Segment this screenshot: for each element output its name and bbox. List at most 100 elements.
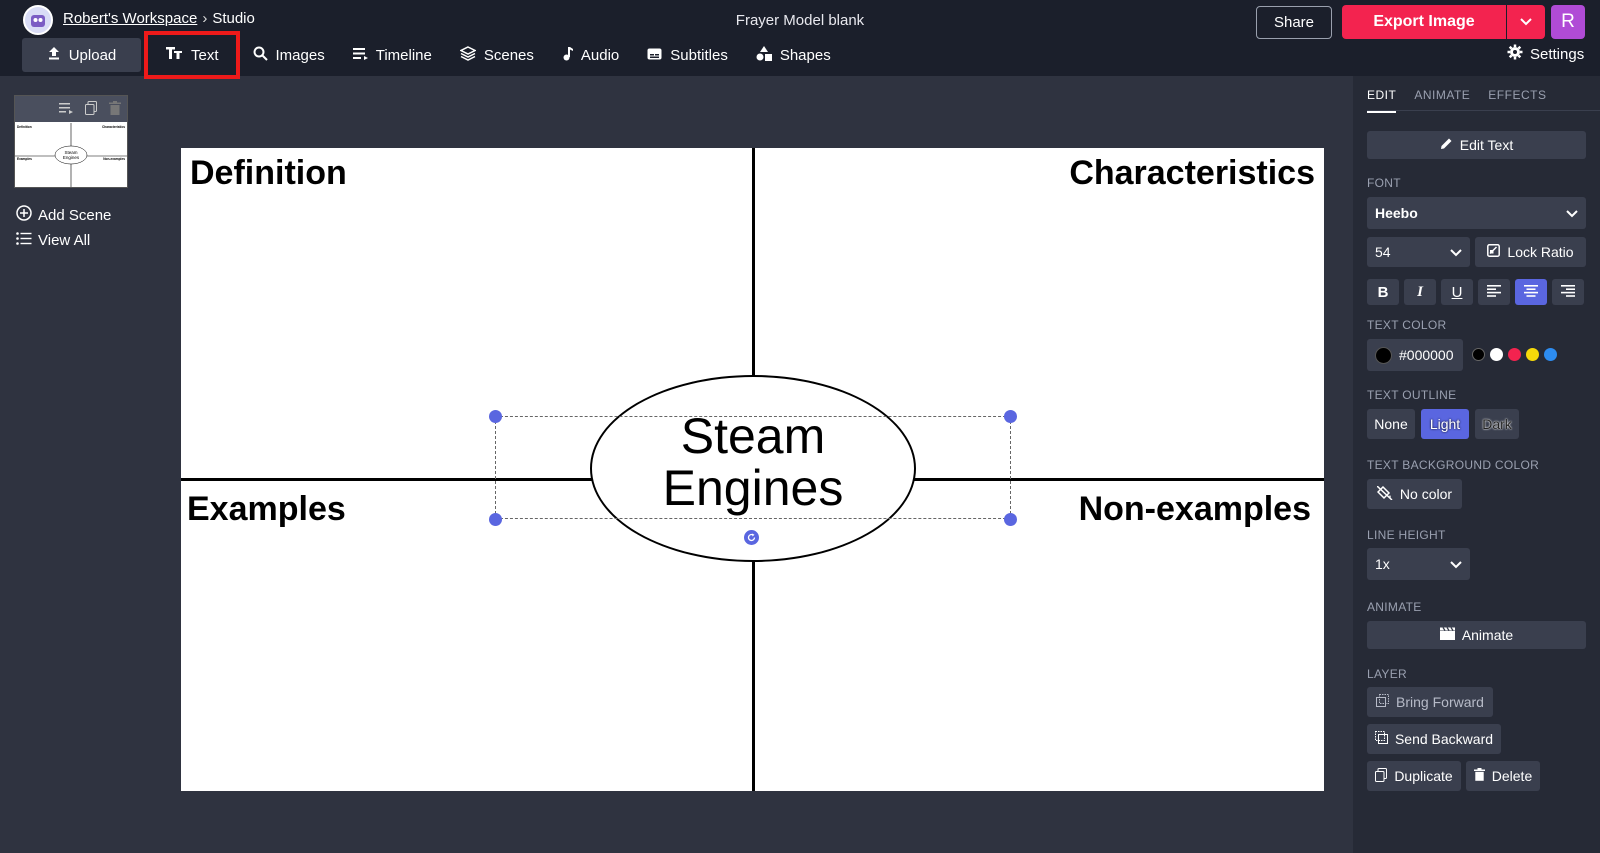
thumb-non-examples: Non-examples: [103, 157, 125, 161]
export-image-button[interactable]: Export Image: [1342, 5, 1506, 39]
definition-label[interactable]: Definition: [190, 154, 347, 192]
animate-section-label: ANIMATE: [1367, 600, 1422, 614]
workspace-logo-icon[interactable]: [23, 5, 53, 35]
duplicate-button[interactable]: Duplicate: [1367, 761, 1461, 791]
lock-ratio-button[interactable]: Lock Ratio: [1475, 237, 1586, 267]
shapes-button[interactable]: Shapes: [742, 38, 845, 72]
images-label: Images: [275, 46, 325, 64]
tab-animate[interactable]: ANIMATE: [1414, 88, 1471, 102]
properties-panel: EDIT ANIMATE EFFECTS Edit Text FONT Heeb…: [1353, 76, 1600, 853]
font-size-select[interactable]: 54: [1367, 237, 1470, 267]
swatch-black[interactable]: [1472, 348, 1485, 361]
no-color-label: No color: [1399, 486, 1453, 502]
delete-button[interactable]: Delete: [1466, 761, 1540, 791]
text-icon: [165, 46, 183, 64]
thumb-definition: Definition: [17, 125, 32, 129]
animate-button[interactable]: Animate: [1367, 621, 1586, 649]
project-title[interactable]: Frayer Model blank: [735, 12, 865, 29]
animate-button-label: Animate: [1461, 627, 1514, 643]
user-avatar[interactable]: R: [1551, 5, 1585, 39]
timeline-label: Timeline: [375, 46, 432, 64]
duplicate-scene-icon[interactable]: [85, 101, 97, 117]
upload-button[interactable]: Upload: [22, 38, 141, 72]
share-button[interactable]: Share: [1256, 6, 1332, 39]
bring-forward-button[interactable]: Bring Forward: [1367, 687, 1493, 717]
center-text-line2: Engines: [662, 460, 844, 516]
resize-handle-top-left[interactable]: [489, 410, 502, 423]
align-left-button[interactable]: [1478, 279, 1510, 305]
edit-text-button[interactable]: Edit Text: [1367, 131, 1586, 159]
images-button[interactable]: Images: [239, 38, 339, 72]
font-size-value: 54: [1375, 244, 1391, 260]
scenes-button[interactable]: Scenes: [446, 38, 548, 72]
underline-button[interactable]: U: [1441, 279, 1473, 305]
resize-handle-top-right[interactable]: [1004, 410, 1017, 423]
center-text[interactable]: Steam Engines: [590, 410, 916, 514]
workspace-link[interactable]: Robert's Workspace: [63, 10, 198, 27]
edit-text-label: Edit Text: [1459, 137, 1514, 153]
text-color-value: #000000: [1399, 347, 1454, 363]
breadcrumb-current: Studio: [212, 10, 255, 27]
send-backward-button[interactable]: Send Backward: [1367, 724, 1501, 754]
align-right-button[interactable]: [1552, 279, 1584, 305]
design-canvas[interactable]: Definition Characteristics Examples Non-…: [181, 148, 1324, 791]
no-color-button[interactable]: No color: [1367, 479, 1462, 509]
list-icon: [16, 232, 32, 249]
chevron-down-icon: [1450, 244, 1462, 260]
outline-none-button[interactable]: None: [1367, 409, 1415, 439]
swatch-yellow[interactable]: [1526, 348, 1539, 361]
subtitles-button[interactable]: Subtitles: [633, 38, 742, 72]
scene-thumbnail[interactable]: Definition Characteristics Examples Non-…: [14, 95, 128, 188]
align-center-icon: [1524, 284, 1538, 301]
examples-label[interactable]: Examples: [187, 490, 346, 528]
swatch-blue[interactable]: [1544, 348, 1557, 361]
scene-thumbnail-toolbar: [15, 96, 127, 122]
thumb-examples: Examples: [17, 157, 32, 161]
scene-menu-icon[interactable]: [59, 101, 73, 117]
tab-effects[interactable]: EFFECTS: [1488, 88, 1547, 102]
send-backward-icon: [1374, 731, 1388, 747]
swatch-white[interactable]: [1490, 348, 1503, 361]
add-scene-button[interactable]: Add Scene: [16, 205, 111, 225]
search-icon: [253, 46, 268, 65]
chevron-down-icon: [1566, 205, 1578, 221]
non-examples-label[interactable]: Non-examples: [1078, 490, 1311, 528]
lock-ratio-label: Lock Ratio: [1507, 244, 1574, 260]
text-tool-button[interactable]: Text: [144, 31, 240, 79]
add-scene-label: Add Scene: [38, 206, 112, 224]
bold-icon: B: [1377, 283, 1389, 301]
outline-light-button[interactable]: Light: [1421, 409, 1469, 439]
text-color-picker[interactable]: #000000: [1367, 339, 1463, 371]
align-center-button[interactable]: [1515, 279, 1547, 305]
italic-button[interactable]: I: [1404, 279, 1436, 305]
resize-handle-bottom-left[interactable]: [489, 513, 502, 526]
delete-scene-icon[interactable]: [109, 101, 121, 117]
shapes-label: Shapes: [779, 46, 831, 64]
swatch-red[interactable]: [1508, 348, 1521, 361]
paint-bucket-icon: [1376, 484, 1393, 503]
outline-dark-button[interactable]: Dark: [1475, 409, 1519, 439]
subtitles-icon: [647, 47, 662, 64]
tab-edit[interactable]: EDIT: [1367, 88, 1397, 113]
chevron-down-icon: [1450, 556, 1462, 572]
resize-handle-bottom-right[interactable]: [1004, 513, 1017, 526]
shapes-icon: [756, 45, 772, 65]
characteristics-label[interactable]: Characteristics: [1069, 154, 1315, 192]
export-options-chevron-down-icon[interactable]: [1507, 5, 1545, 39]
line-height-select[interactable]: 1x: [1367, 548, 1470, 580]
copy-icon: [1375, 767, 1388, 785]
rotate-handle-icon[interactable]: [744, 530, 759, 545]
subtitles-label: Subtitles: [670, 46, 728, 64]
text-tool-label: Text: [191, 46, 219, 64]
bold-button[interactable]: B: [1367, 279, 1399, 305]
clapperboard-icon: [1439, 627, 1455, 643]
upload-label: Upload: [68, 46, 117, 64]
audio-button[interactable]: Audio: [548, 38, 633, 72]
view-all-button[interactable]: View All: [16, 232, 90, 249]
line-height-value: 1x: [1375, 556, 1390, 572]
upload-icon: [47, 46, 61, 64]
timeline-button[interactable]: Timeline: [339, 38, 446, 72]
font-select[interactable]: Heebo: [1367, 197, 1586, 229]
settings-button[interactable]: Settings: [1507, 44, 1584, 64]
italic-icon: I: [1417, 283, 1423, 300]
